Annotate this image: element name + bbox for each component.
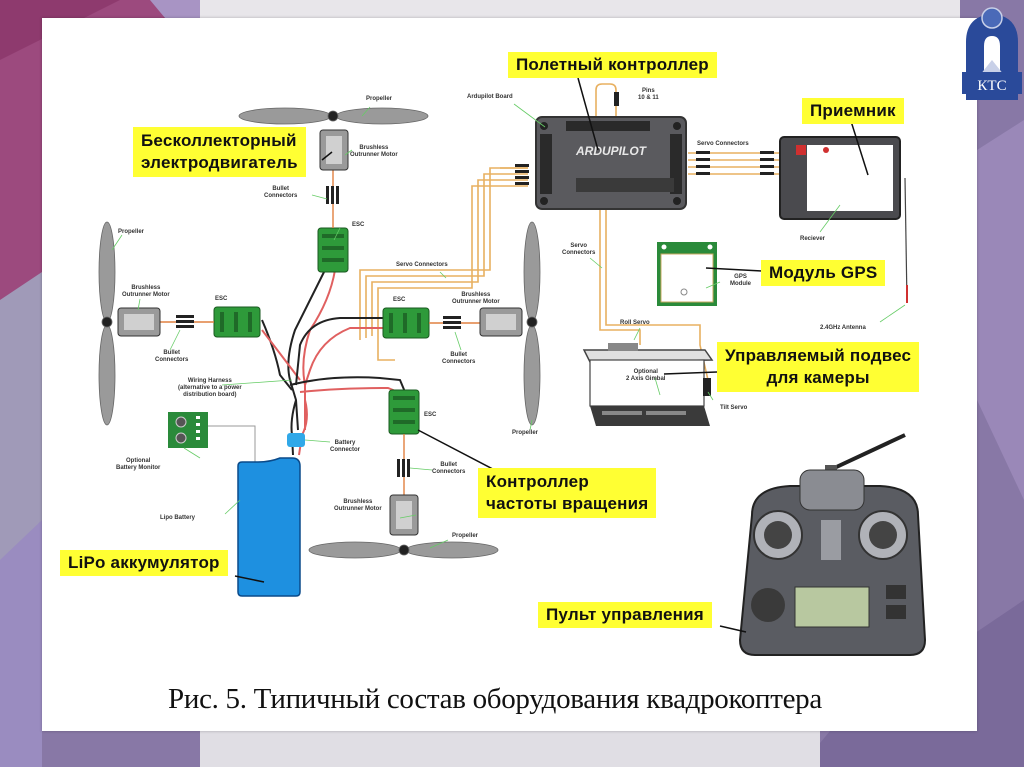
servo-wires-left (359, 167, 528, 361)
propeller-top (238, 107, 429, 125)
callout-esc-line2: частоты вращения (486, 494, 649, 513)
callout-receiver: Приемник (802, 98, 904, 124)
pins-wire (595, 83, 617, 117)
callout-flight-controller: Полетный контроллер (508, 52, 717, 78)
label-wiring-harness: Wiring Harness (alternative to a power d… (178, 378, 242, 398)
label-ardupilot-board: Ardupilot Board (467, 94, 513, 100)
remote-control (738, 433, 927, 656)
label-propeller-right: Propeller (512, 430, 539, 436)
label-lipo-battery: Lipo Battery (160, 515, 196, 521)
label-servo-connectors-gimbal: Servo Connectors (562, 243, 596, 256)
esc-left (213, 306, 261, 338)
motor-bottom (389, 494, 419, 536)
label-antenna: 2.4GHz Antenna (820, 325, 866, 331)
label-motor-left: Brushless Outrunner Motor (122, 285, 170, 298)
power-wires (261, 269, 406, 456)
esc-top (317, 227, 349, 273)
figure-caption: Рис. 5. Типичный состав оборудования ква… (168, 683, 822, 715)
lipo-battery (237, 457, 301, 597)
receiver-unit (779, 136, 908, 304)
label-esc-left: ESC (215, 296, 228, 302)
callout-gps-module: Модуль GPS (761, 260, 886, 286)
label-motor-top: Brushless Outrunner Motor (350, 145, 398, 158)
label-bullet-left: Bullet Connectors (155, 350, 189, 363)
label-battery-monitor: Optional Battery Monitor (116, 458, 161, 471)
pins-plug (614, 92, 619, 106)
label-esc-top: ESC (352, 222, 365, 228)
callout-gimbal-line2: для камеры (766, 368, 870, 387)
label-receiver: Reciever (800, 236, 826, 242)
battery-connector (287, 433, 305, 447)
label-roll-servo: Roll Servo (620, 320, 650, 326)
callout-gimbal: Управляемый подвес для камеры (717, 342, 920, 392)
callout-brushless-motor-line2: электродвигатель (141, 153, 298, 172)
motor-right (479, 307, 523, 337)
callout-brushless-motor-line1: Бесколлекторный (141, 131, 297, 150)
propeller-right (523, 221, 541, 426)
label-bullet-top: Bullet Connectors (264, 186, 298, 199)
label-bullet-bottom: Bullet Connectors (432, 462, 466, 475)
callout-lipo: LiPo аккумулятор (60, 550, 228, 576)
bullet-connectors (176, 186, 461, 477)
label-servo-connectors-mid: Servo Connectors (396, 262, 448, 268)
label-tilt-servo: Tilt Servo (720, 405, 748, 411)
gps-module (657, 242, 717, 306)
svg-text:ARDUPILOT: ARDUPILOT (575, 144, 648, 158)
esc-bottom (388, 389, 420, 435)
esc-right (382, 307, 430, 339)
label-propeller-bottom: Propeller (452, 533, 479, 539)
callout-brushless-motor: Бесколлекторный электродвигатель (133, 127, 306, 177)
motor-top (319, 129, 349, 171)
institution-logo: КТС (962, 7, 1022, 100)
label-propeller-left: Propeller (118, 229, 145, 235)
motor-left (117, 307, 161, 337)
label-gps-module: GPS Module (730, 274, 751, 287)
label-pins: Pins 10 & 11 (638, 88, 659, 101)
label-gimbal: Optional 2 Axis Gimbal (626, 369, 666, 382)
label-servo-connectors-top: Servo Connectors (697, 141, 749, 147)
servo-connector-plugs (515, 151, 774, 185)
camera-gimbal (582, 343, 714, 426)
callout-remote: Пульт управления (538, 602, 712, 628)
callout-gimbal-line1: Управляемый подвес (725, 346, 912, 365)
label-bullet-right: Bullet Connectors (442, 352, 476, 365)
logo-text: КТС (977, 78, 1006, 94)
label-battery-connector: Battery Connector (330, 440, 360, 453)
callout-esc: Контроллер частоты вращения (478, 468, 657, 518)
servo-wires-receiver (688, 152, 780, 175)
label-esc-bottom: ESC (424, 412, 437, 418)
battery-monitor-board (168, 412, 256, 462)
label-motor-right: Brushless Outrunner Motor (452, 292, 500, 305)
label-esc-right: ESC (393, 297, 406, 303)
label-motor-bottom: Brushless Outrunner Motor (334, 499, 382, 512)
flight-controller-board: ARDUPILOT (535, 116, 687, 210)
label-propeller-top: Propeller (366, 96, 393, 102)
propeller-left (98, 221, 116, 426)
label-leader-lines (111, 103, 906, 549)
propeller-bottom (308, 541, 499, 559)
callout-esc-line1: Контроллер (486, 472, 589, 491)
